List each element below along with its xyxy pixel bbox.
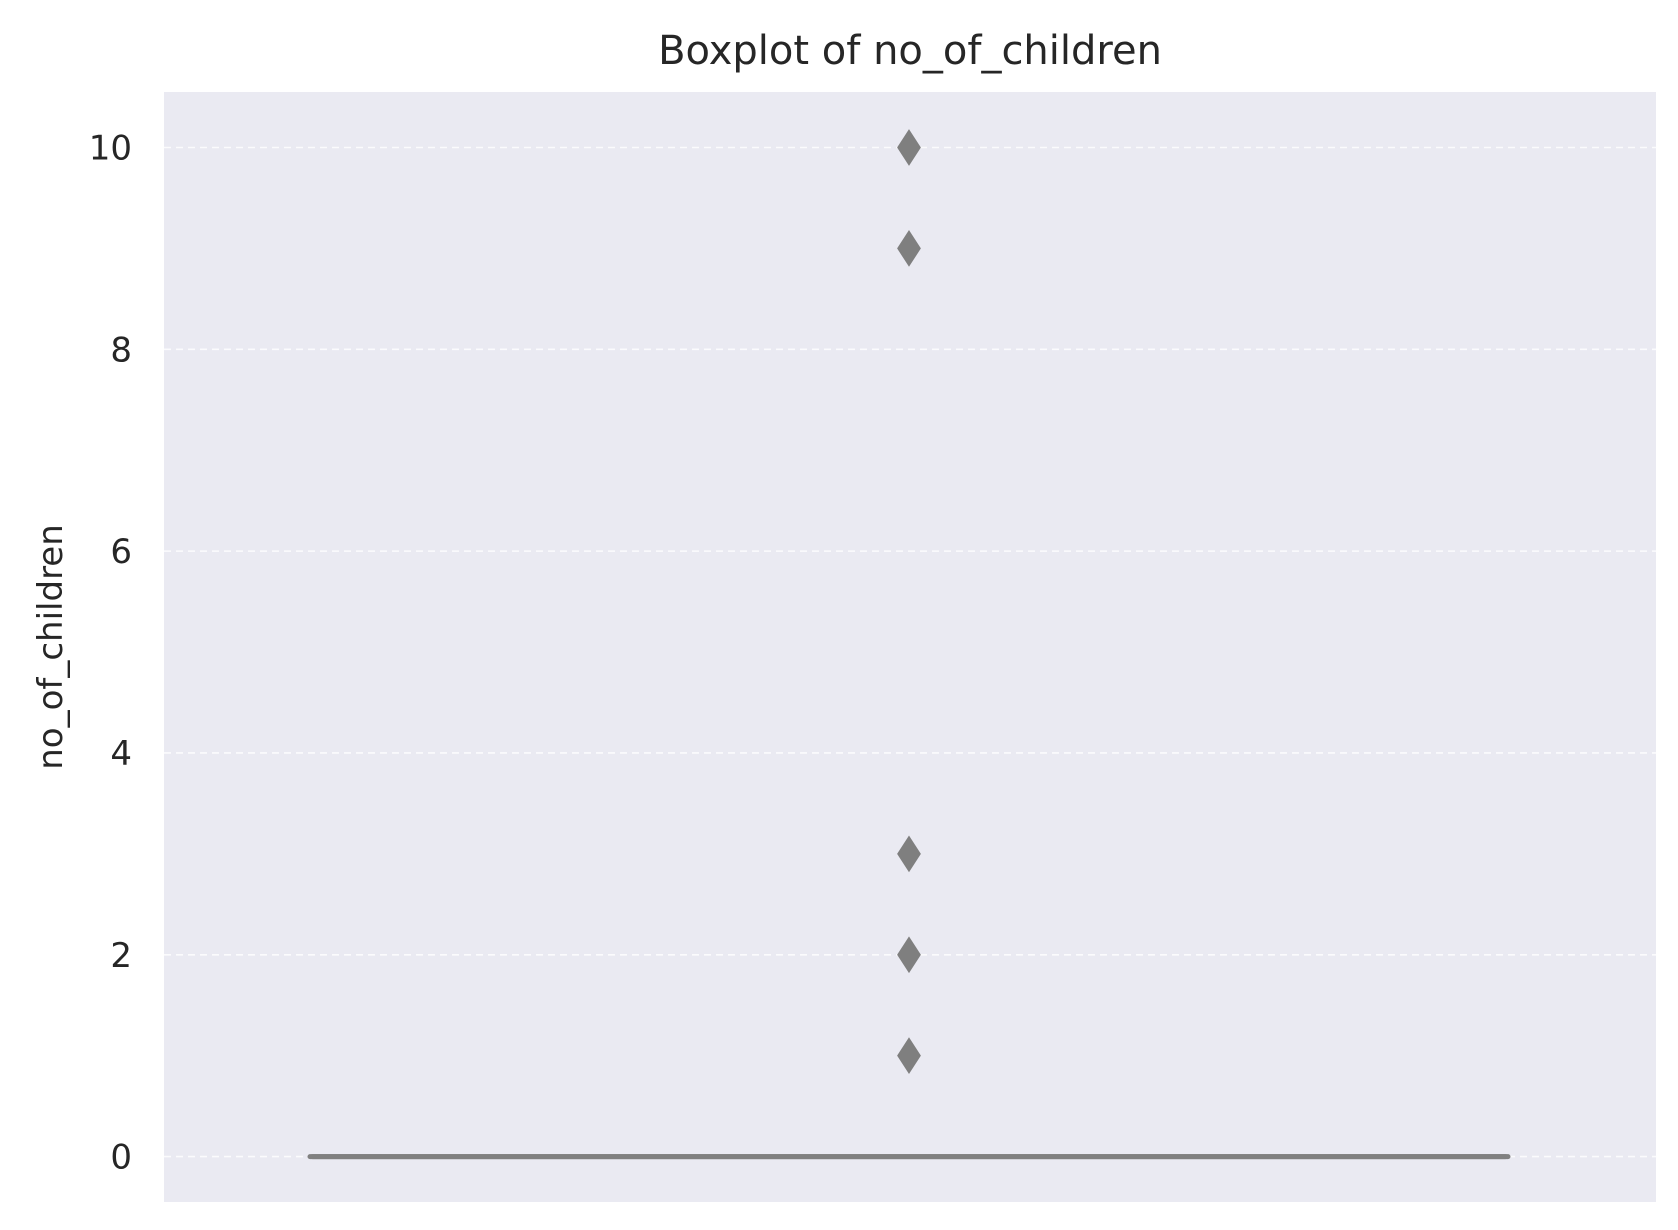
- y-axis-label: no_of_children: [31, 524, 71, 770]
- outlier-point-2: [897, 936, 921, 974]
- outlier-point-10: [897, 129, 921, 166]
- y-tick-label-10: 10: [89, 129, 132, 169]
- y-tick-label-8: 8: [110, 330, 132, 370]
- y-tick-label-2: 2: [110, 936, 132, 976]
- y-tick-labels: 0 2 4 6 8 10: [89, 129, 132, 1178]
- outlier-point-1: [897, 1037, 921, 1075]
- y-tick-label-0: 0: [110, 1138, 132, 1178]
- box-layer: [307, 1154, 1511, 1160]
- y-tick-label-4: 4: [110, 734, 132, 774]
- chart-title: Boxplot of no_of_children: [658, 28, 1162, 74]
- outlier-point-3: [897, 835, 921, 873]
- outlier-markers: [897, 129, 921, 1075]
- outlier-point-9: [897, 230, 921, 267]
- plot-area: [164, 92, 1656, 1202]
- y-tick-label-6: 6: [110, 532, 132, 572]
